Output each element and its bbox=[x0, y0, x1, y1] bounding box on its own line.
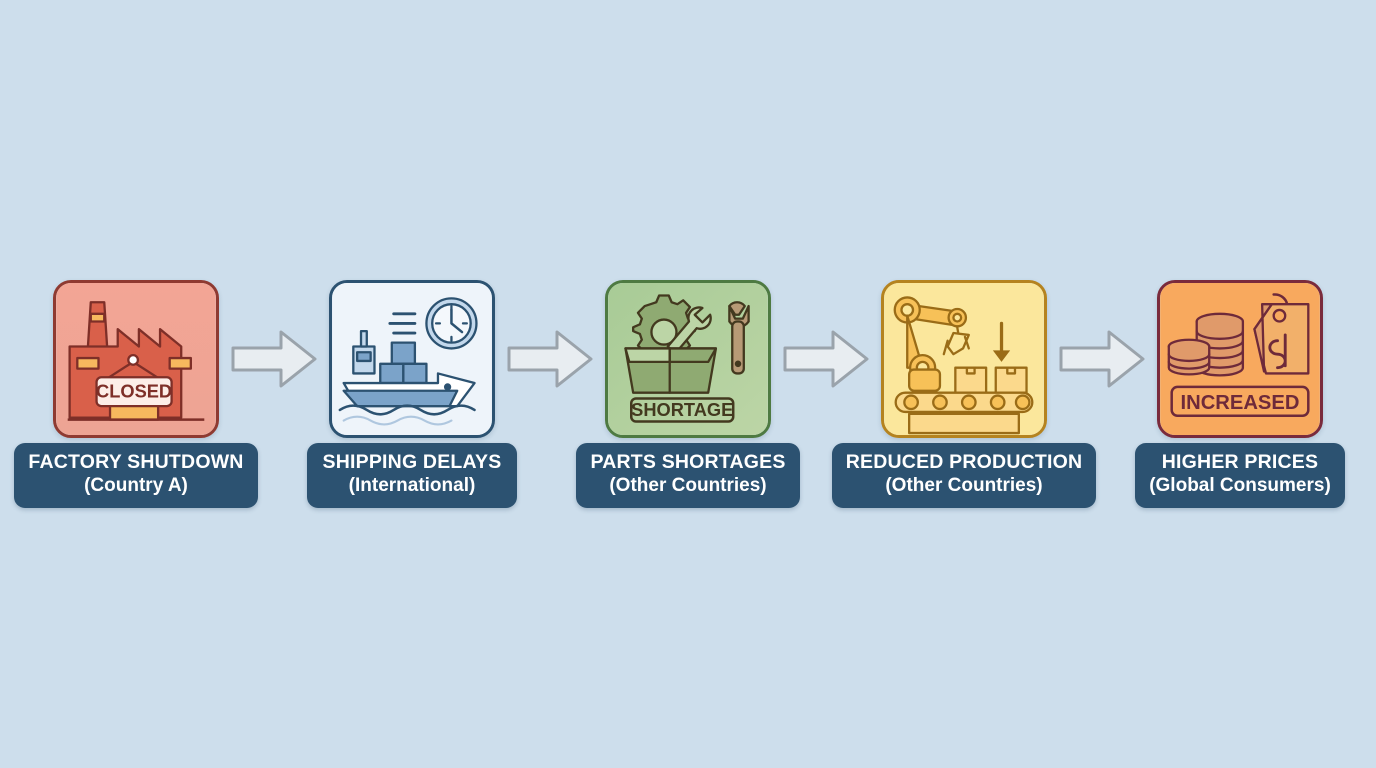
stage-parts-shortages[interactable]: SHORTAGE PARTS SHORTAGES(Other Countries… bbox=[576, 280, 800, 508]
stage-icon-card-higher-prices[interactable]: INCREASED bbox=[1157, 280, 1323, 438]
stage-title-higher-prices: HIGHER PRICES bbox=[1161, 451, 1319, 473]
stage-subtitle-shipping-delays: (International) bbox=[348, 474, 476, 496]
stage-label-bar-shipping-delays: SHIPPING DELAYS(International) bbox=[307, 443, 517, 508]
arrow-2 bbox=[495, 280, 605, 390]
stage-subtitle-parts-shortages: (Other Countries) bbox=[609, 474, 767, 496]
stage-title-factory-shutdown: FACTORY SHUTDOWN bbox=[28, 451, 244, 473]
stage-higher-prices[interactable]: INCREASED HIGHER PRICES(Global Consumers… bbox=[1135, 280, 1345, 508]
flow-arrow-right bbox=[507, 330, 593, 388]
flow-arrow-right bbox=[783, 330, 869, 388]
stage-title-shipping-delays: SHIPPING DELAYS bbox=[322, 451, 502, 473]
badge-text: SHORTAGE bbox=[631, 399, 733, 420]
stage-label-bar-factory-shutdown: FACTORY SHUTDOWN(Country A) bbox=[14, 443, 258, 508]
badge-text: INCREASED bbox=[1181, 392, 1300, 414]
stage-factory-shutdown[interactable]: CLOSED FACTORY SHUTDOWN(Country A) bbox=[14, 280, 258, 508]
arrow-3 bbox=[771, 280, 881, 390]
cargo-ship-clock-icon bbox=[332, 283, 492, 435]
flow-stage-row: CLOSED FACTORY SHUTDOWN(Country A) SHIPP… bbox=[0, 280, 1376, 515]
stage-title-parts-shortages: PARTS SHORTAGES bbox=[590, 451, 786, 473]
stage-icon-card-reduced-production[interactable] bbox=[881, 280, 1047, 438]
coins-price-tag-icon: INCREASED bbox=[1160, 283, 1320, 435]
badge-text: CLOSED bbox=[96, 380, 172, 401]
stage-icon-card-parts-shortages[interactable]: SHORTAGE bbox=[605, 280, 771, 438]
stage-subtitle-higher-prices: (Global Consumers) bbox=[1149, 474, 1331, 496]
flow-arrow-right bbox=[1059, 330, 1145, 388]
stage-label-bar-higher-prices: HIGHER PRICES(Global Consumers) bbox=[1135, 443, 1345, 508]
stage-subtitle-factory-shutdown: (Country A) bbox=[84, 474, 188, 496]
stage-subtitle-reduced-production: (Other Countries) bbox=[885, 474, 1043, 496]
stage-icon-card-factory-shutdown[interactable]: CLOSED bbox=[53, 280, 219, 438]
stage-label-bar-reduced-production: REDUCED PRODUCTION(Other Countries) bbox=[831, 443, 1097, 508]
stage-reduced-production[interactable]: REDUCED PRODUCTION(Other Countries) bbox=[831, 280, 1097, 508]
stage-title-reduced-production: REDUCED PRODUCTION bbox=[845, 451, 1083, 473]
arrow-4 bbox=[1047, 280, 1157, 390]
stage-shipping-delays[interactable]: SHIPPING DELAYS(International) bbox=[307, 280, 517, 508]
factory-closed-icon: CLOSED bbox=[56, 283, 216, 435]
arrow-1 bbox=[219, 280, 329, 390]
stage-label-bar-parts-shortages: PARTS SHORTAGES(Other Countries) bbox=[576, 443, 800, 508]
flow-arrow-right bbox=[231, 330, 317, 388]
stage-icon-card-shipping-delays[interactable] bbox=[329, 280, 495, 438]
box-gear-wrench-icon: SHORTAGE bbox=[608, 283, 768, 435]
robot-arm-conveyor-icon bbox=[884, 283, 1044, 435]
